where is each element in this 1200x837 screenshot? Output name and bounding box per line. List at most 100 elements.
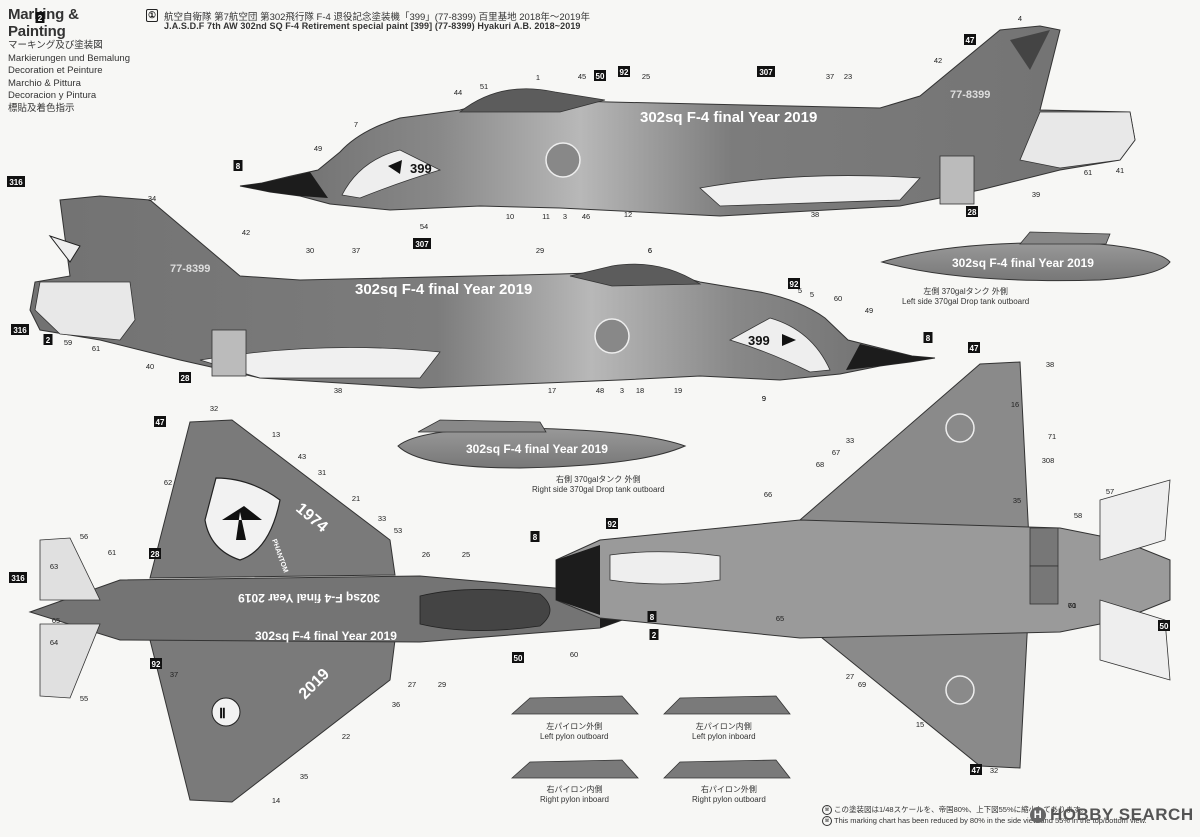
side-lower-roundel bbox=[594, 318, 630, 354]
side-upper-serial: 77-8399 bbox=[950, 89, 990, 101]
side-upper-fuselage-text: 302sq F-4 final Year 2019 bbox=[640, 109, 817, 126]
callout-badge bbox=[594, 70, 606, 81]
side-lower-nose-number: 399 bbox=[748, 333, 770, 348]
side-lower-fuselage-text: 302sq F-4 final Year 2019 bbox=[355, 281, 532, 298]
scheme-number-icon: ① bbox=[146, 9, 158, 22]
side-upper-speedbrake bbox=[939, 155, 975, 205]
top-view: PHANTOM 1974 2019 302sq F-4 final Year 2… bbox=[28, 419, 652, 803]
callout-number: 69 bbox=[858, 680, 866, 689]
side-lower-canopy bbox=[569, 263, 702, 287]
callout-number: 33 bbox=[846, 436, 854, 445]
right-pylon-inboard-caption-en: Right pylon inboard bbox=[540, 795, 609, 804]
side-lower-serial: 77-8399 bbox=[170, 263, 210, 275]
callout-number: 65 bbox=[776, 614, 784, 623]
callout-number: 31 bbox=[318, 468, 326, 477]
callout-badge-number: 307 bbox=[759, 68, 773, 77]
right-pylon-inboard bbox=[510, 759, 639, 779]
callout-number: 32 bbox=[990, 766, 998, 775]
callout-badge bbox=[11, 324, 29, 335]
callout-number: 19 bbox=[674, 386, 682, 395]
callout-number: 30 bbox=[306, 246, 314, 255]
callout-badge-number: 50 bbox=[514, 654, 523, 663]
footnote-mark-icon: ※ bbox=[822, 805, 832, 816]
heading-it: Marchio & Pittura bbox=[8, 77, 81, 89]
callout-badge-number: 28 bbox=[151, 550, 160, 559]
right-tank-caption: 右側 370galタンク 外側 Right side 370gal Drop t… bbox=[532, 475, 665, 495]
drop-tank-left: 302sq F-4 final Year 2019 bbox=[880, 231, 1171, 282]
left-tank-caption-en: Left side 370gal Drop tank outboard bbox=[902, 297, 1030, 306]
callout-number: 58 bbox=[1074, 511, 1082, 520]
callout-number: 4 bbox=[1018, 14, 1022, 23]
callout-number: 49 bbox=[865, 306, 873, 315]
left-pylon-outboard-caption: 左パイロン外側 Left pylon outboard bbox=[540, 722, 609, 742]
callout-number: 56 bbox=[80, 532, 88, 541]
callout-number: 35 bbox=[300, 772, 308, 781]
callout-badge bbox=[35, 12, 45, 23]
callout-number: 14 bbox=[272, 796, 280, 805]
left-pylon-inboard bbox=[663, 695, 791, 715]
callout-number: 25 bbox=[462, 550, 470, 559]
callout-badge bbox=[149, 548, 161, 559]
left-pylon-outboard-caption-jp: 左パイロン外側 bbox=[546, 722, 603, 731]
callout-badge bbox=[512, 652, 524, 663]
callout-badge-number: 2 bbox=[38, 14, 43, 23]
bottom-roundel-left bbox=[945, 413, 975, 443]
callout-badge-number: 316 bbox=[11, 574, 25, 583]
left-pylon-inboard-caption-en: Left pylon inboard bbox=[692, 732, 756, 741]
callout-number: 308 bbox=[1042, 456, 1055, 465]
bottom-right-stabilizer bbox=[1099, 599, 1171, 681]
footnote-mark-icon: ※ bbox=[822, 816, 832, 827]
callout-badge bbox=[970, 764, 982, 775]
bottom-left-exhaust bbox=[1029, 527, 1059, 567]
side-upper-wing-white bbox=[699, 175, 921, 207]
callout-badge-number: 8 bbox=[650, 613, 655, 622]
top-right-stabilizer bbox=[39, 623, 101, 699]
callout-number: 36 bbox=[392, 700, 400, 709]
left-tank-text: 302sq F-4 final Year 2019 bbox=[952, 256, 1094, 270]
side-lower-fin-flash bbox=[48, 235, 81, 263]
callout-number: 59 bbox=[64, 338, 72, 347]
top-fuselage-text: 302sq F-4 final Year 2019 bbox=[255, 629, 397, 643]
callout-badge bbox=[923, 332, 933, 343]
left-pylon-outboard-caption-en: Left pylon outboard bbox=[540, 732, 609, 741]
callout-number: 40 bbox=[146, 362, 154, 371]
callout-number: 27 bbox=[846, 672, 854, 681]
side-upper-canopy bbox=[458, 88, 606, 113]
right-pylon-inboard-caption-jp: 右パイロン内側 bbox=[546, 785, 603, 794]
right-tank-caption-en: Right side 370gal Drop tank outboard bbox=[532, 485, 665, 494]
callout-badge-number: 316 bbox=[9, 178, 23, 187]
callout-number: 55 bbox=[80, 694, 88, 703]
side-lower-tail-white bbox=[34, 281, 136, 341]
callout-number: 29 bbox=[536, 246, 544, 255]
callout-badge bbox=[233, 160, 243, 171]
callout-number: 38 bbox=[1046, 360, 1054, 369]
top-wing-emblem bbox=[211, 697, 241, 727]
callout-number: 54 bbox=[420, 222, 428, 231]
scheme-title-en: J.A.S.D.F 7th AW 302nd SQ F-4 Retirement… bbox=[164, 21, 581, 31]
callout-number: 66 bbox=[764, 490, 772, 499]
callout-number: 61 bbox=[92, 344, 100, 353]
callout-number: 11 bbox=[542, 212, 550, 221]
callout-number: 46 bbox=[582, 212, 590, 221]
right-pylon-outboard-caption: 右パイロン外側 Right pylon outboard bbox=[692, 785, 766, 805]
callout-badge-number: 47 bbox=[970, 344, 979, 353]
callout-badge-number: 8 bbox=[926, 334, 931, 343]
left-tank-caption-jp: 左側 370galタンク 外側 bbox=[923, 287, 1008, 296]
callout-number: 68 bbox=[816, 460, 824, 469]
callout-number: 61 bbox=[108, 548, 116, 557]
bottom-fuselage bbox=[555, 519, 1171, 639]
side-lower-nose bbox=[846, 344, 935, 370]
footnote-jp-text: この塗装図は1/48スケールを、帝国80%、上下図55%に縮小してあります。 bbox=[834, 805, 1088, 814]
side-upper-fin-flash bbox=[1010, 30, 1050, 70]
callout-badge-number: 2 bbox=[652, 631, 657, 640]
scale-footnote-jp: ※この塗装図は1/48スケールを、帝国80%、上下図55%に縮小してあります。 bbox=[822, 804, 1147, 816]
callout-number: 60 bbox=[834, 294, 842, 303]
callout-number: 15 bbox=[916, 720, 924, 729]
callout-number: 10 bbox=[506, 212, 514, 221]
right-tank-text: 302sq F-4 final Year 2019 bbox=[466, 442, 608, 456]
callout-badge bbox=[9, 572, 27, 583]
side-lower-speedbrake bbox=[211, 329, 247, 377]
heading-es: Decoracion y Pintura bbox=[8, 90, 97, 101]
callout-badge-number: 50 bbox=[596, 72, 605, 81]
